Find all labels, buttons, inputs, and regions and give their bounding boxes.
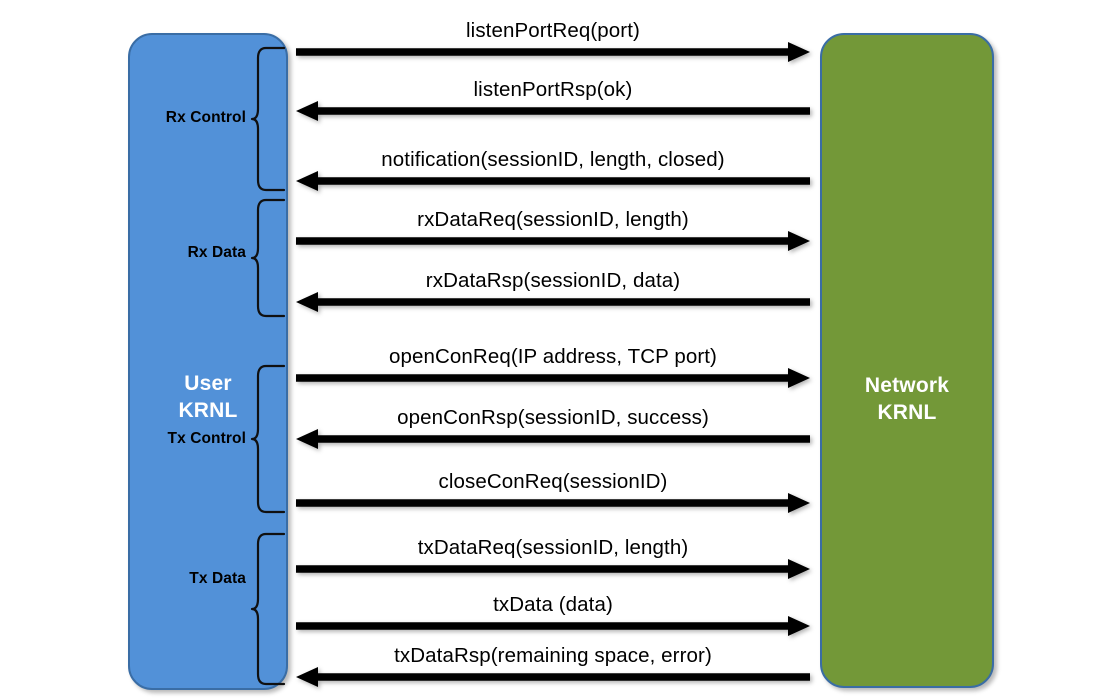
arrow-left-icon xyxy=(296,171,810,191)
arrow-right-icon xyxy=(296,616,810,636)
message-label: listenPortRsp(ok) xyxy=(473,78,633,101)
message-label: closeConReq(sessionID) xyxy=(438,470,668,493)
group-label-rx-control: Rx Control xyxy=(165,109,246,126)
arrow-right-icon xyxy=(296,559,810,579)
message-label: rxDataRsp(sessionID, data) xyxy=(425,269,681,292)
message-label: txData (data) xyxy=(493,593,613,616)
arrow-right-icon xyxy=(296,42,810,62)
group-label-rx-data: Rx Data xyxy=(187,244,246,261)
arrow-left-icon xyxy=(296,429,810,449)
group-label-tx-data: Tx Data xyxy=(189,570,246,587)
message-label: rxDataReq(sessionID, length) xyxy=(417,208,689,231)
arrow-left-icon xyxy=(296,292,810,312)
message-label: listenPortReq(port) xyxy=(466,19,640,42)
arrow-left-icon xyxy=(296,667,810,687)
message-label: openConRsp(sessionID, success) xyxy=(397,406,709,429)
arrow-right-icon xyxy=(296,368,810,388)
arrow-left-icon xyxy=(296,101,810,121)
message-label: notification(sessionID, length, closed) xyxy=(381,148,725,171)
lifeline-network-krnl-label: Network KRNL xyxy=(864,374,950,424)
group-label-tx-control: Tx Control xyxy=(167,430,246,447)
arrow-right-icon xyxy=(296,231,810,251)
message-label: txDataReq(sessionID, length) xyxy=(417,536,689,559)
message-label: openConReq(IP address, TCP port) xyxy=(389,345,717,368)
lifeline-user-krnl: User KRNL xyxy=(128,33,288,690)
message-label: txDataRsp(remaining space, error) xyxy=(394,644,712,667)
lifeline-user-krnl-label: User KRNL xyxy=(178,372,238,422)
arrow-right-icon xyxy=(296,493,810,513)
lifeline-network-krnl: Network KRNL xyxy=(820,33,994,688)
